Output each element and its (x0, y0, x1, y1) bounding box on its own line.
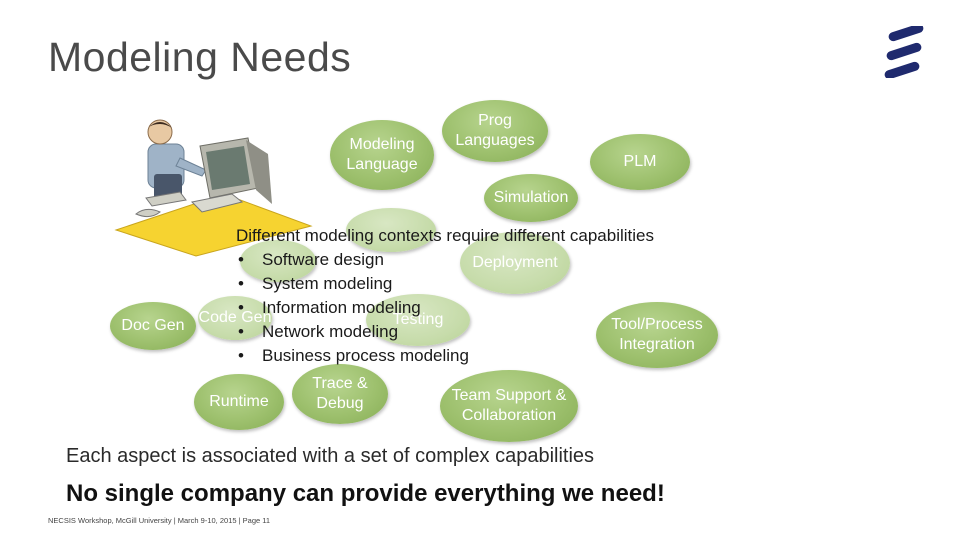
contexts-heading: Different modeling contexts require diff… (236, 226, 654, 245)
bubble-prog-languages: Prog Languages (442, 100, 548, 162)
bubble-plm: PLM (590, 134, 690, 190)
bubble-runtime: Runtime (194, 374, 284, 430)
contexts-list: Software design System modeling Informat… (236, 248, 654, 368)
list-item: Business process modeling (236, 344, 654, 368)
person-at-computer-illustration (114, 119, 313, 257)
bubble-simulation: Simulation (484, 174, 578, 222)
bubble-trace-debug: Trace & Debug (292, 364, 388, 424)
list-item: Software design (236, 248, 654, 272)
slide-title: Modeling Needs (48, 34, 352, 80)
bubble-team-support-collaboration: Team Support & Collaboration (440, 370, 578, 442)
list-item: Network modeling (236, 320, 654, 344)
ericsson-logo-icon (884, 26, 924, 78)
headline-text: No single company can provide everything… (66, 480, 665, 507)
list-item: Information modeling (236, 296, 654, 320)
list-item: System modeling (236, 272, 654, 296)
slide-footer: NECSIS Workshop, McGill University | Mar… (48, 516, 271, 525)
caption-text: Each aspect is associated with a set of … (66, 445, 595, 467)
modeling-contexts-callout: Different modeling contexts require diff… (236, 224, 654, 368)
bubble-modeling-language: Modeling Language (330, 120, 434, 190)
bubble-top-center (346, 208, 436, 252)
bubble-doc-gen: Doc Gen (110, 302, 196, 350)
